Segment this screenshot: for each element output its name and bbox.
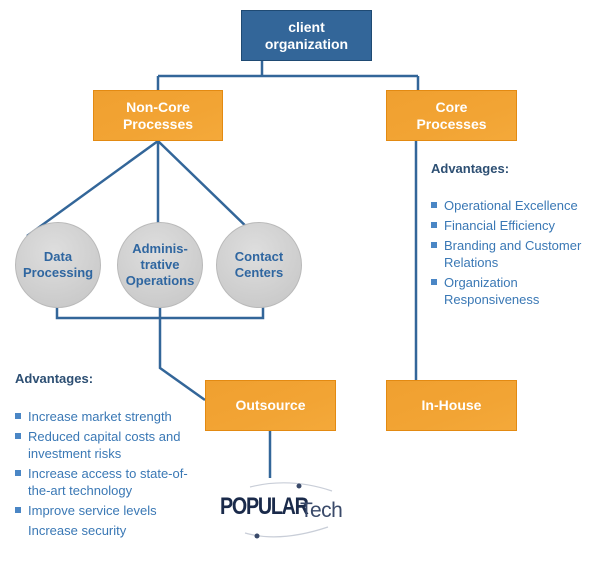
outsource-advantages-title: Advantages: bbox=[15, 371, 94, 386]
connector-client-to-branches bbox=[156, 61, 420, 90]
outsource-node: Outsource bbox=[205, 380, 336, 431]
core-processes-node: Core Processes bbox=[386, 90, 517, 141]
bullet-icon bbox=[15, 413, 21, 419]
bullet-icon bbox=[431, 242, 437, 248]
list-item: Increase security bbox=[28, 523, 127, 538]
logo-text-popular: POPULAR bbox=[220, 493, 309, 520]
non-core-processes-node: Non-Core Processes bbox=[93, 90, 223, 141]
circle-label: Data Processing bbox=[23, 249, 94, 280]
circle-label: Adminis-trative Operations bbox=[125, 241, 195, 288]
core-advantages-title: Advantages: bbox=[431, 161, 510, 176]
bullet-icon bbox=[431, 202, 437, 208]
logo-swoosh-icon bbox=[244, 482, 333, 539]
core-processes-label: Core Processes bbox=[416, 98, 487, 132]
logo-text-tech: Tech bbox=[300, 499, 343, 522]
circle-contact-centers: Contact Centers bbox=[216, 222, 302, 308]
circle-label: Contact Centers bbox=[234, 249, 284, 280]
connector-to-outsource bbox=[158, 318, 206, 402]
bullet-icon bbox=[431, 279, 437, 285]
core-advantages-list: Operational Excellence Financial Efficie… bbox=[431, 197, 606, 311]
non-core-processes-label: Non-Core Processes bbox=[122, 98, 194, 132]
bullet-icon bbox=[15, 470, 21, 476]
popular-tech-logo: POPULAR Tech bbox=[220, 475, 343, 545]
client-organization-node: client organization bbox=[241, 10, 372, 61]
connector-noncore-to-circles bbox=[26, 139, 257, 238]
list-item: Increase market strength bbox=[15, 408, 200, 425]
list-item: Reduced capital costs and investment ris… bbox=[15, 428, 200, 462]
list-item: Organization Responsiveness bbox=[431, 274, 606, 308]
list-item: Operational Excellence bbox=[431, 197, 606, 214]
list-item: Branding and Customer Relations bbox=[431, 237, 606, 271]
in-house-label: In-House bbox=[421, 397, 482, 413]
bullet-icon bbox=[15, 433, 21, 439]
outsource-label: Outsource bbox=[235, 397, 306, 413]
circle-administrative-operations: Adminis-trative Operations bbox=[117, 222, 203, 308]
list-item: Financial Efficiency bbox=[431, 217, 606, 234]
circle-data-processing: Data Processing bbox=[15, 222, 101, 308]
list-item: Improve service levels bbox=[15, 502, 200, 519]
in-house-node: In-House bbox=[386, 380, 517, 431]
bullet-icon bbox=[431, 222, 437, 228]
bullet-icon bbox=[15, 507, 21, 513]
outsource-advantages-list: Increase market strength Reduced capital… bbox=[15, 408, 200, 542]
client-organization-label: client organization bbox=[264, 18, 349, 52]
list-item: Increase access to state-of-the-art tech… bbox=[15, 465, 200, 499]
